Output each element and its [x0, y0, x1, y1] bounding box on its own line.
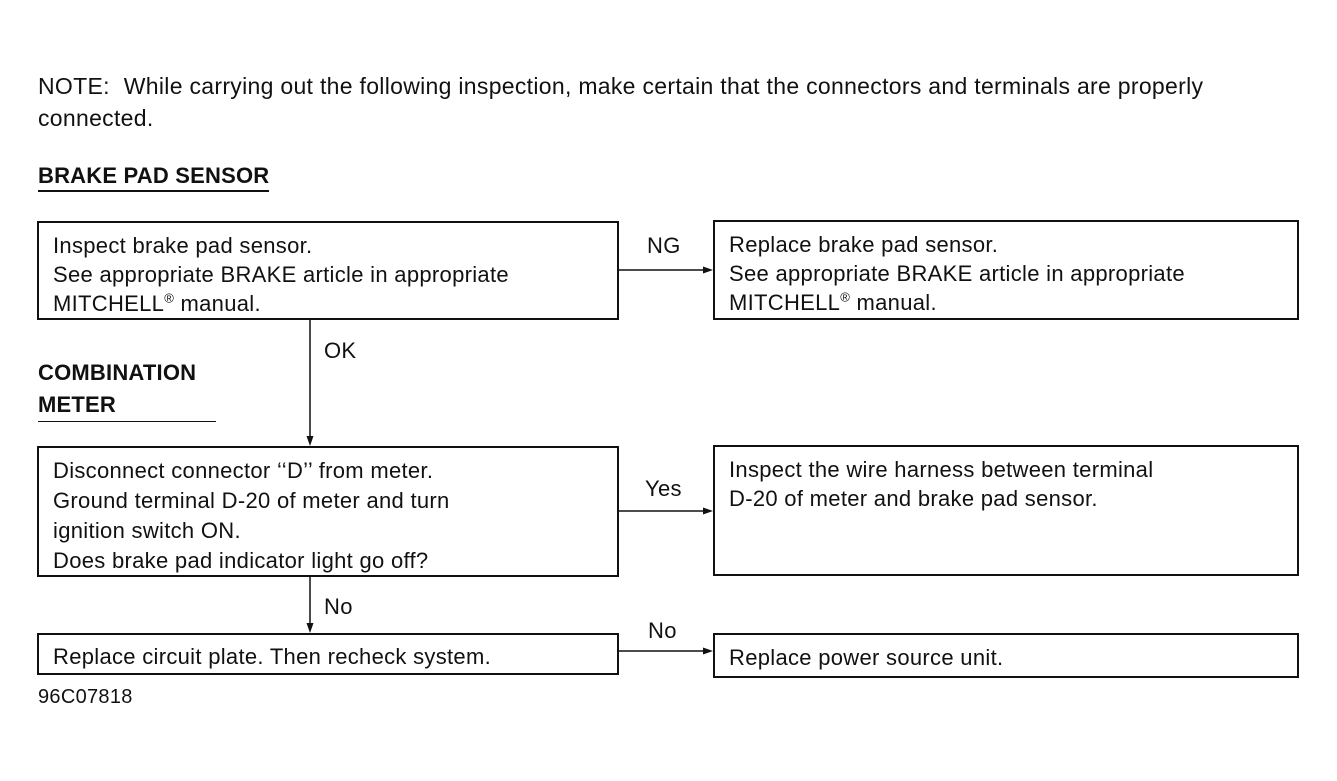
box-inspect-wire-harness: Inspect the wire harness between termina…	[713, 445, 1299, 576]
heading-combination-meter: COMBINATION METER	[38, 357, 216, 422]
box-line: Inspect the wire harness between termina…	[729, 457, 1154, 482]
box-replace-power-source-unit: Replace power source unit.	[713, 633, 1299, 678]
box-line: MITCHELL® manual.	[729, 288, 1283, 317]
box-line: ignition switch ON.	[53, 518, 241, 543]
registered-mark: ®	[840, 289, 851, 305]
heading-brake-pad-sensor: BRAKE PAD SENSOR	[38, 163, 270, 192]
note-text: While carrying out the following inspect…	[38, 73, 1204, 131]
box-line: MITCHELL® manual.	[53, 289, 603, 318]
box-line: D-20 of meter and brake pad sensor.	[729, 486, 1098, 511]
registered-mark: ®	[164, 290, 175, 306]
arrow-yes-head	[703, 507, 713, 515]
label-ok: OK	[324, 338, 357, 363]
arrow-ok-head	[306, 436, 314, 446]
box-line: Does brake pad indicator light go off?	[53, 548, 429, 573]
box-line-text: manual.	[850, 290, 937, 315]
box-line: Inspect brake pad sensor.	[53, 233, 313, 258]
note-label: NOTE:	[38, 73, 110, 99]
box-replace-brake-pad-sensor: Replace brake pad sensor. See appropriat…	[713, 220, 1299, 320]
box-line: Replace power source unit.	[729, 645, 1004, 670]
box-line-text: MITCHELL	[729, 290, 841, 315]
arrow-no-down-head	[306, 623, 314, 633]
note-paragraph: NOTE:While carrying out the following in…	[38, 70, 1308, 134]
label-yes: Yes	[645, 476, 682, 501]
arrow-ng-head	[703, 266, 713, 274]
label-no-right: No	[648, 618, 677, 643]
box-disconnect-connector: Disconnect connector ‘‘D’’ from meter. G…	[37, 446, 619, 577]
box-line: See appropriate BRAKE article in appropr…	[729, 261, 1185, 286]
box-line: Disconnect connector ‘‘D’’ from meter.	[53, 458, 434, 483]
box-line: See appropriate BRAKE article in appropr…	[53, 262, 509, 287]
figure-id: 96C07818	[38, 686, 133, 708]
arrow-no-right-head	[703, 647, 713, 655]
label-ng: NG	[647, 233, 681, 258]
box-line: Ground terminal D-20 of meter and turn	[53, 488, 450, 513]
box-line: Replace brake pad sensor.	[729, 232, 999, 257]
box-line-text: MITCHELL	[53, 291, 165, 316]
box-inspect-brake-pad-sensor: Inspect brake pad sensor. See appropriat…	[37, 221, 619, 320]
box-replace-circuit-plate: Replace circuit plate. Then recheck syst…	[37, 633, 619, 675]
box-line: Replace circuit plate. Then recheck syst…	[53, 644, 492, 669]
box-line-text: manual.	[174, 291, 261, 316]
label-no-down: No	[324, 594, 353, 619]
heading-combination-meter-line1: COMBINATION	[38, 360, 197, 385]
heading-combination-meter-line2: METER	[38, 392, 116, 417]
